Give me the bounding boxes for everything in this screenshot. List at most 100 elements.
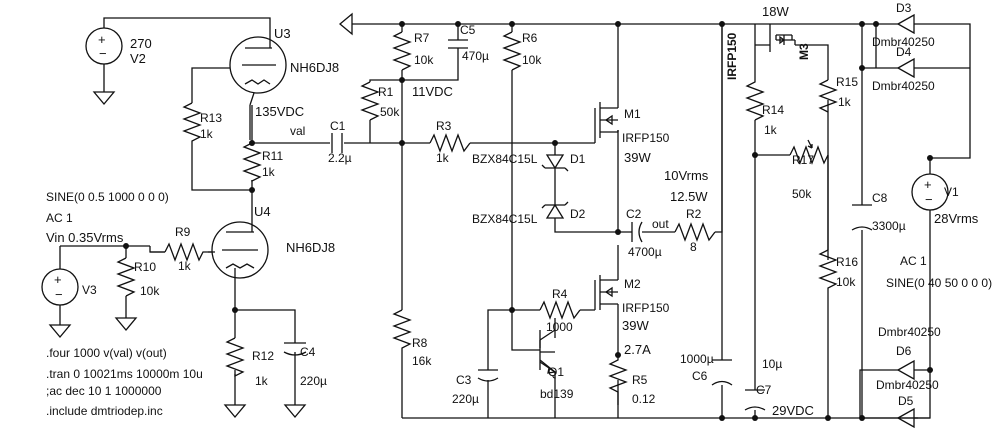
r12-name: R12 (252, 349, 274, 363)
m1-name: M1 (624, 107, 641, 121)
svg-text:+: + (54, 272, 62, 287)
d4-name: D4 (896, 45, 912, 59)
u4-name: U4 (254, 204, 271, 219)
resistor-r13 (182, 102, 202, 150)
d3-model: Dmbr40250 (872, 35, 935, 49)
r7-name: R7 (414, 31, 430, 45)
resistor-r8 (392, 309, 412, 350)
labels: 270 V2 U3 NH6DJ8 135VDC R13 1k R11 1k va… (46, 1, 992, 418)
c6-name: C6 (692, 369, 708, 383)
net-11vdc: 11VDC (412, 84, 453, 99)
d6-model: Dmbr40250 (878, 325, 941, 339)
c6-value: 1000µ (680, 352, 714, 366)
r1-value: 50k (380, 105, 400, 119)
v2-value: V2 (130, 51, 146, 66)
resistor-r15 (818, 79, 838, 113)
zener-d2 (541, 200, 569, 228)
triode-u4 (211, 205, 269, 282)
c2-name: C2 (626, 207, 642, 221)
d2-name: D2 (570, 207, 586, 221)
c4-name: C4 (300, 345, 316, 359)
q1-model: bd139 (540, 387, 574, 401)
r1-name: R1 (378, 85, 394, 99)
resistor-r9 (149, 242, 215, 262)
c7-value: 10µ (762, 357, 782, 371)
r3-name: R3 (436, 119, 452, 133)
net-val: val (290, 124, 305, 138)
d6-name: D6 (896, 344, 912, 358)
directive-4: .include dmtriodep.inc (46, 404, 163, 418)
r6-name: R6 (522, 31, 538, 45)
mosfet-m2 (594, 270, 619, 310)
r2-name: R2 (686, 207, 702, 221)
r10-name: R10 (134, 260, 156, 274)
directive-1: .four 1000 v(val) v(out) (46, 346, 167, 360)
voltage-source-v1: + − (911, 173, 949, 211)
r17-name: R17 (792, 153, 814, 167)
r8-name: R8 (412, 336, 428, 350)
r4-name: R4 (552, 287, 568, 301)
net-out: out (652, 217, 669, 231)
r16-value: 10k (836, 275, 856, 289)
resistor-r16 (818, 249, 838, 290)
junction-dots (123, 21, 933, 421)
wires (59, 17, 971, 419)
r10-value: 10k (140, 284, 160, 298)
r13-name: R13 (200, 111, 222, 125)
c5-name: C5 (460, 23, 476, 37)
r14-value: 1k (764, 123, 778, 137)
capacitor-c6 (711, 359, 733, 386)
v3-note: Vin 0.35Vrms (46, 230, 124, 245)
directive-2: .tran 0 10021ms 10000m 10u (46, 367, 203, 381)
capacitor-c4 (283, 342, 307, 362)
resistor-r1 (360, 81, 380, 121)
m2-model: IRFP150 (622, 301, 670, 315)
resistor-r11 (242, 142, 262, 183)
d5-name: D5 (898, 394, 914, 408)
c7-name: C7 (756, 383, 772, 397)
c8-value: 3300µ (872, 219, 906, 233)
transistor-q1 (511, 329, 557, 374)
d5-model: Dmbr40250 (876, 378, 939, 392)
m3-power: 18W (762, 4, 789, 19)
d4-model: Dmbr40250 (872, 79, 935, 93)
voltage-source-v2: + − (85, 27, 123, 65)
svg-text:−: − (55, 287, 63, 302)
ground-symbols (48, 12, 353, 419)
c1-value: 2.2µ (328, 151, 352, 165)
r17-value: 50k (792, 187, 812, 201)
capacitor-c7 (744, 389, 766, 411)
v3-name: V3 (82, 283, 97, 297)
c3-name: C3 (456, 373, 472, 387)
svg-text:−: − (99, 46, 107, 61)
r9-value: 1k (178, 259, 192, 273)
mosfet-m3 (755, 24, 796, 52)
v1-source: SINE(0 40 50 0 0 0) (886, 276, 992, 290)
resistor-r10 (116, 257, 136, 297)
r3-value: 1k (436, 151, 450, 165)
capacitor-c3 (477, 369, 499, 382)
resistor-r17 (789, 139, 829, 165)
r13-value: 1k (200, 127, 214, 141)
v3-source: SINE(0 0.5 1000 0 0 0) (46, 190, 169, 204)
svg-text:−: − (925, 192, 933, 207)
c3-value: 220µ (452, 392, 479, 406)
diode-d4 (896, 57, 918, 79)
resistor-r6 (502, 31, 522, 71)
r14-name: R14 (762, 103, 784, 117)
q1-name: Q1 (548, 365, 564, 379)
r11-name: R11 (262, 149, 283, 163)
r6-value: 10k (522, 53, 542, 67)
r7-value: 10k (414, 53, 434, 67)
c8-name: C8 (872, 191, 888, 205)
m2-power: 39W (622, 318, 649, 333)
resistor-r14 (745, 75, 765, 121)
v3-ac: AC 1 (46, 211, 73, 225)
c2-value: 4700µ (628, 245, 662, 259)
r11-value: 1k (262, 165, 276, 179)
m1-model: IRFP150 (622, 131, 670, 145)
u3-note: 135VDC (255, 104, 304, 119)
triode-u3 (229, 32, 287, 94)
r15-value: 1k (838, 95, 852, 109)
capacitor-c1 (331, 133, 343, 153)
